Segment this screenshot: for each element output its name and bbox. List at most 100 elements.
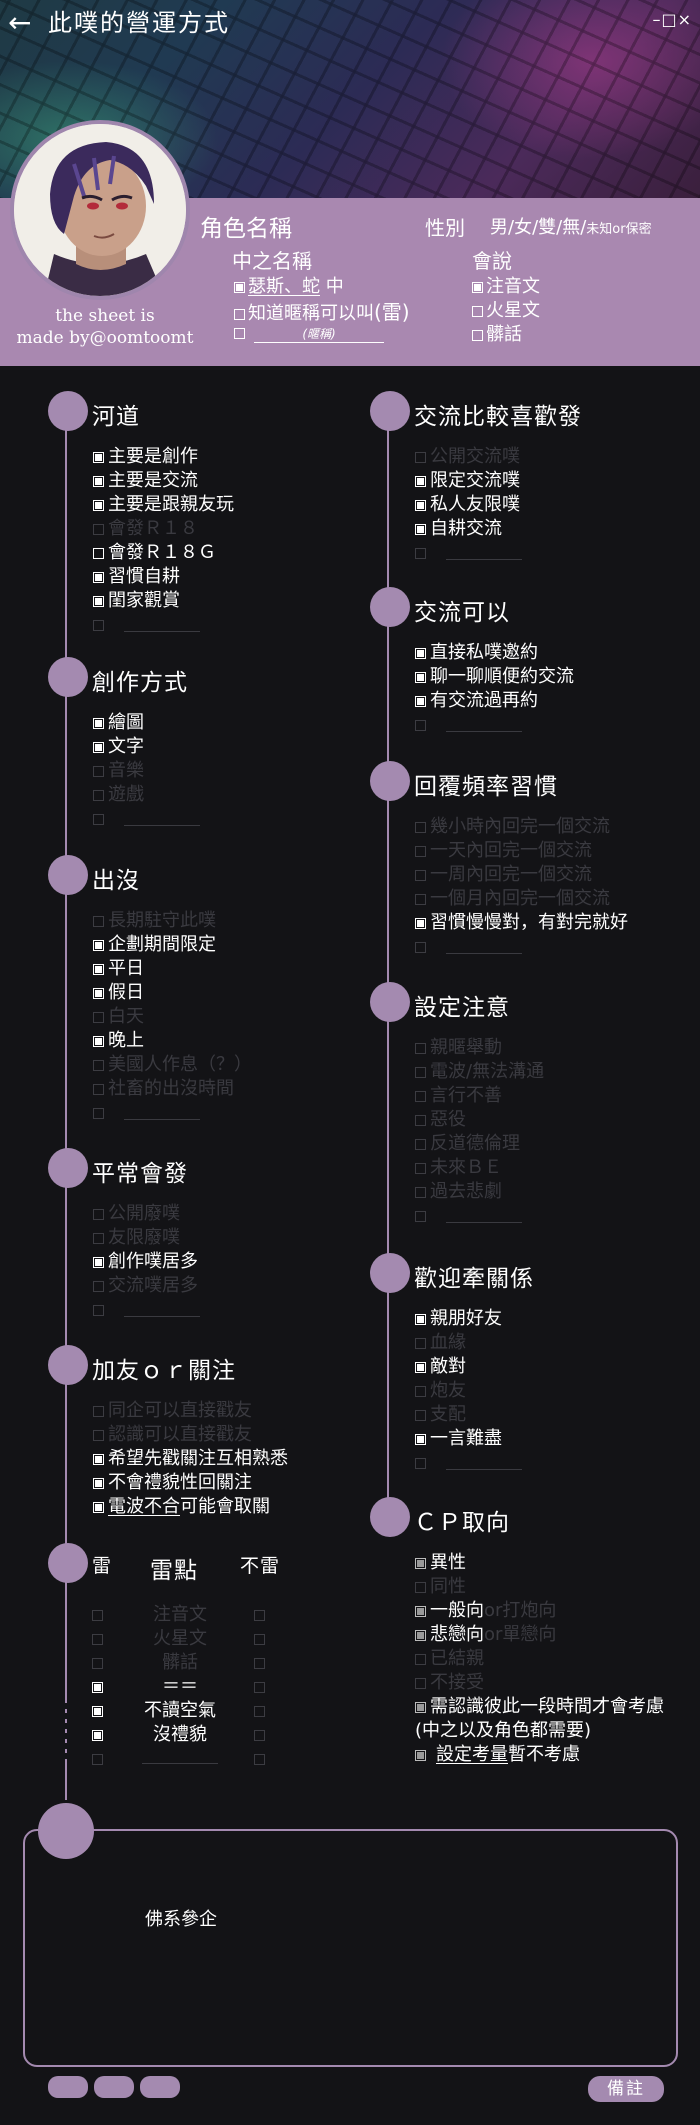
footer-tab-3[interactable]: [140, 2076, 180, 2098]
checkbox[interactable]: [93, 1059, 104, 1071]
checkbox[interactable]: [93, 1304, 104, 1316]
checkbox[interactable]: [415, 1162, 426, 1174]
checkbox[interactable]: [415, 1385, 426, 1397]
checkbox[interactable]: [234, 308, 245, 320]
checkbox[interactable]: [415, 821, 426, 833]
checkbox[interactable]: [415, 1313, 426, 1325]
blank-line[interactable]: [446, 719, 522, 732]
checkbox[interactable]: [254, 1633, 265, 1645]
checkbox[interactable]: [254, 1729, 265, 1741]
checkbox[interactable]: [93, 813, 104, 825]
checkbox[interactable]: [415, 647, 426, 659]
checkbox[interactable]: [415, 1138, 426, 1150]
checkbox[interactable]: [415, 671, 426, 683]
checkbox[interactable]: [415, 719, 426, 731]
checkbox[interactable]: [415, 869, 426, 881]
back-arrow-icon[interactable]: ←: [8, 6, 32, 39]
checkbox[interactable]: [415, 1042, 426, 1054]
window-controls-icon[interactable]: –□×: [652, 10, 692, 29]
checkbox[interactable]: [254, 1705, 265, 1717]
checkbox[interactable]: [415, 1629, 426, 1641]
checkbox[interactable]: [93, 547, 104, 559]
checkbox[interactable]: [254, 1681, 265, 1693]
checkbox[interactable]: [92, 1609, 103, 1621]
checkbox[interactable]: [93, 475, 104, 487]
checkbox[interactable]: [415, 1457, 426, 1469]
checkbox[interactable]: [93, 1083, 104, 1095]
checkbox[interactable]: [93, 1280, 104, 1292]
checkbox[interactable]: [415, 1114, 426, 1126]
checkbox[interactable]: [472, 281, 483, 293]
checkbox[interactable]: [472, 329, 483, 341]
checkbox[interactable]: [93, 1232, 104, 1244]
checkbox[interactable]: [415, 475, 426, 487]
checkbox[interactable]: [415, 1605, 426, 1617]
checkbox[interactable]: [415, 1361, 426, 1373]
checkbox[interactable]: [415, 1653, 426, 1665]
checkbox[interactable]: [254, 1609, 265, 1621]
blank-line[interactable]: [446, 941, 522, 954]
checkbox[interactable]: [93, 1429, 104, 1441]
checkbox[interactable]: [93, 915, 104, 927]
checkbox[interactable]: [415, 1701, 426, 1713]
checkbox[interactable]: [93, 939, 104, 951]
checkbox[interactable]: [415, 1186, 426, 1198]
footer-tab-1[interactable]: [48, 2076, 88, 2098]
remark-button[interactable]: 備註: [588, 2076, 664, 2102]
checkbox[interactable]: [415, 1581, 426, 1593]
checkbox[interactable]: [415, 1066, 426, 1078]
checkbox[interactable]: [92, 1729, 103, 1741]
checkbox[interactable]: [93, 741, 104, 753]
blank-line[interactable]: [446, 1210, 522, 1223]
footer-tab-2[interactable]: [94, 2076, 134, 2098]
checkbox[interactable]: [92, 1753, 103, 1765]
checkbox[interactable]: [472, 305, 483, 317]
checkbox[interactable]: [415, 523, 426, 535]
checkbox[interactable]: [415, 499, 426, 511]
checkbox[interactable]: [415, 1090, 426, 1102]
checkbox[interactable]: [415, 1409, 426, 1421]
blank-line[interactable]: [124, 619, 200, 632]
blank-line[interactable]: [142, 1747, 218, 1764]
blank-line[interactable]: [124, 1304, 200, 1317]
blank-line[interactable]: [124, 1107, 200, 1120]
checkbox[interactable]: [234, 281, 245, 293]
checkbox[interactable]: [415, 1749, 426, 1761]
checkbox[interactable]: [92, 1705, 103, 1717]
checkbox[interactable]: [415, 547, 426, 559]
checkbox[interactable]: [93, 765, 104, 777]
checkbox[interactable]: [93, 1405, 104, 1417]
checkbox[interactable]: [93, 1011, 104, 1023]
checkbox[interactable]: [93, 987, 104, 999]
checkbox[interactable]: [93, 619, 104, 631]
checkbox[interactable]: [415, 1433, 426, 1445]
blank-line[interactable]: [446, 1457, 522, 1470]
checkbox[interactable]: [415, 1677, 426, 1689]
checkbox[interactable]: [234, 327, 245, 339]
checkbox[interactable]: [93, 595, 104, 607]
checkbox[interactable]: [93, 1477, 104, 1489]
checkbox[interactable]: [415, 451, 426, 463]
checkbox[interactable]: [93, 717, 104, 729]
checkbox[interactable]: [93, 1035, 104, 1047]
checkbox[interactable]: [415, 845, 426, 857]
checkbox[interactable]: [93, 499, 104, 511]
checkbox[interactable]: [92, 1657, 103, 1669]
checkbox[interactable]: [93, 1453, 104, 1465]
blank-line[interactable]: [446, 547, 522, 560]
checkbox[interactable]: [93, 963, 104, 975]
checkbox[interactable]: [415, 1337, 426, 1349]
checkbox[interactable]: [415, 941, 426, 953]
checkbox[interactable]: [93, 523, 104, 535]
checkbox[interactable]: [92, 1633, 103, 1645]
checkbox[interactable]: [415, 695, 426, 707]
checkbox[interactable]: [415, 1557, 426, 1569]
checkbox[interactable]: [415, 893, 426, 905]
blank-line[interactable]: [124, 813, 200, 826]
checkbox[interactable]: [93, 1501, 104, 1513]
checkbox[interactable]: [93, 789, 104, 801]
checkbox[interactable]: [93, 1256, 104, 1268]
checkbox[interactable]: [415, 1210, 426, 1222]
checkbox[interactable]: [254, 1753, 265, 1765]
checkbox[interactable]: [92, 1681, 103, 1693]
